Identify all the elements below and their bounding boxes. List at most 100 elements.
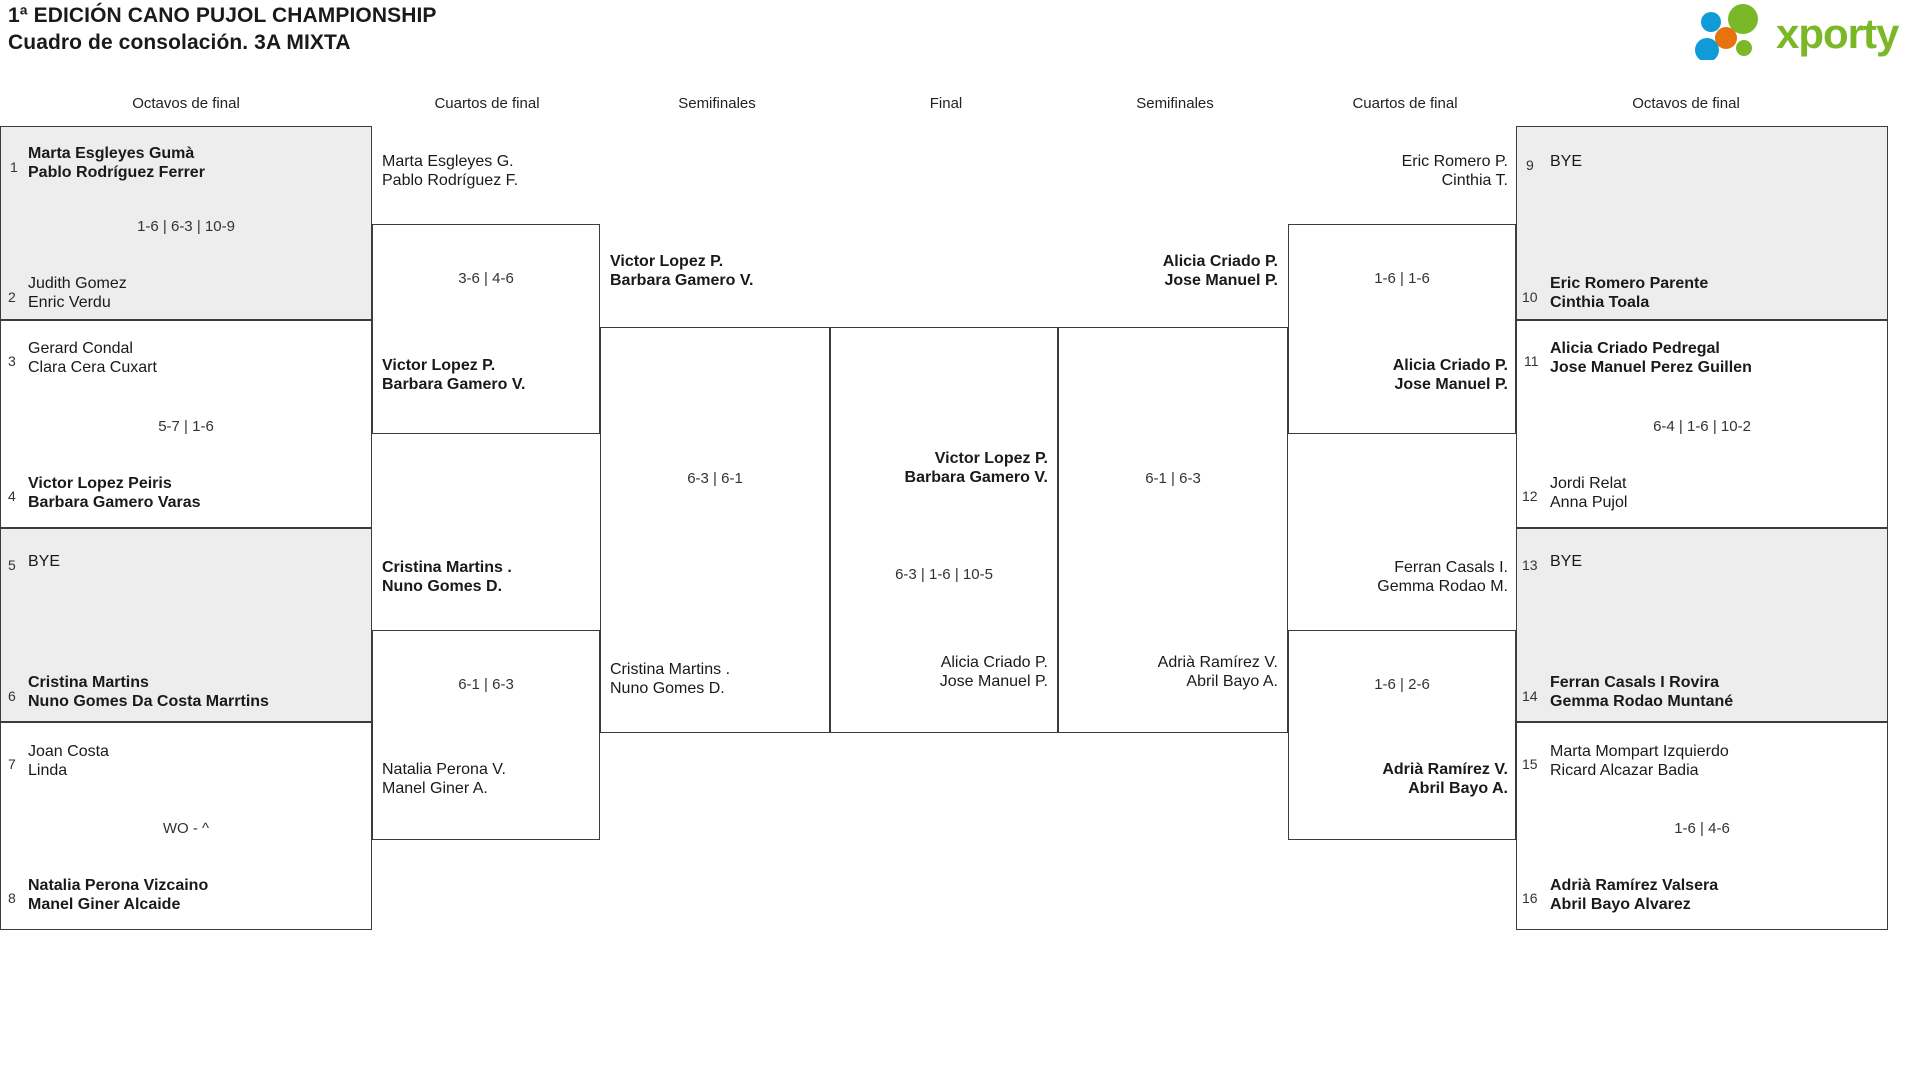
player-name: Cristina Martins <box>28 674 149 691</box>
match-score-right-r16-2: 6-4 | 1-6 | 10-2 <box>1653 418 1751 435</box>
player-name: BYE <box>1550 153 1583 170</box>
player-name: Eric Romero P. <box>1401 153 1508 170</box>
match-box-left-3[interactable] <box>0 528 372 722</box>
match-score-right-qf-2: 1-6 | 2-6 <box>1374 676 1430 693</box>
player-name: Victor Lopez P. <box>934 450 1048 467</box>
player-name: Natalia Perona V. <box>382 761 506 778</box>
match-box-left-1[interactable] <box>0 126 372 320</box>
match-box-left-qf-2[interactable] <box>372 630 600 840</box>
player-name: Alicia Criado P. <box>1162 253 1278 270</box>
player-name: BYE <box>28 553 61 570</box>
player-name: Pablo Rodríguez Ferrer <box>28 164 205 181</box>
match-box-right-sf[interactable] <box>1058 327 1288 733</box>
match-box-right-4[interactable] <box>1516 722 1888 930</box>
tournament-subtitle: Cuadro de consolación. 3A MIXTA <box>8 31 351 54</box>
player-name: Barbara Gamero V. <box>610 272 754 289</box>
match-box-left-2[interactable] <box>0 320 372 528</box>
player-name: Alicia Criado P. <box>1392 357 1508 374</box>
player-name: Manel Giner A. <box>382 780 488 797</box>
player-name: Ferran Casals I Rovira <box>1550 674 1719 691</box>
seed-number-8: 8 <box>8 890 16 906</box>
player-pair-left-sf-2: Cristina Martins . Nuno Gomes D. <box>610 660 730 698</box>
seed-number-12: 12 <box>1522 488 1538 504</box>
seed-number-1: 1 <box>10 159 18 175</box>
seed-number-3: 3 <box>8 353 16 369</box>
match-score-right-sf: 6-1 | 6-3 <box>1145 470 1201 487</box>
round-label-right-qf: Cuartos de final <box>1352 95 1458 112</box>
seed-number-4: 4 <box>8 488 16 504</box>
seed-number-16: 16 <box>1522 890 1538 906</box>
seed-number-9: 9 <box>1526 157 1534 173</box>
round-label-right-sf: Semifinales <box>1136 95 1214 112</box>
match-box-left-qf-1[interactable] <box>372 224 600 434</box>
player-name: Adrià Ramírez V. <box>1382 761 1508 778</box>
player-name: Barbara Gamero V. <box>904 469 1048 486</box>
match-box-right-1[interactable] <box>1516 126 1888 320</box>
match-box-right-3[interactable] <box>1516 528 1888 722</box>
player-name: Barbara Gamero V. <box>382 376 526 393</box>
match-score-final: 6-3 | 1-6 | 10-5 <box>895 566 993 583</box>
xporty-logo: xporty <box>1688 4 1908 62</box>
player-name: Ricard Alcazar Badia <box>1550 762 1699 779</box>
player-name: Joan Costa <box>28 743 109 760</box>
player-pair-left-3: Gerard Condal Clara Cera Cuxart <box>28 339 157 377</box>
player-name: Nuno Gomes D. <box>610 680 725 697</box>
player-pair-right-qf-4: Adrià Ramírez V. Abril Bayo A. <box>1278 760 1508 798</box>
match-box-final[interactable] <box>830 327 1058 733</box>
player-name: Adrià Ramírez Valsera <box>1550 877 1719 894</box>
player-pair-left-sf-1: Victor Lopez P. Barbara Gamero V. <box>610 252 753 290</box>
tournament-title: 1ª EDICIÓN CANO PUJOL CHAMPIONSHIP <box>8 4 437 27</box>
player-pair-right-qf-1: Eric Romero P. Cinthia T. <box>1278 152 1508 190</box>
round-label-left-qf: Cuartos de final <box>434 95 540 112</box>
match-box-left-sf[interactable] <box>600 327 830 733</box>
player-pair-right-15: Marta Mompart Izquierdo Ricard Alcazar B… <box>1550 742 1729 780</box>
player-name: Gemma Rodao Muntané <box>1550 693 1734 710</box>
player-pair-right-sf-2: Adrià Ramírez V. Abril Bayo A. <box>1048 653 1278 691</box>
seed-number-2: 2 <box>8 289 16 305</box>
player-name: Gemma Rodao M. <box>1377 578 1508 595</box>
player-name: Victor Lopez Peiris <box>28 475 172 492</box>
match-box-right-2[interactable] <box>1516 320 1888 528</box>
player-name: Abril Bayo Alvarez <box>1550 896 1691 913</box>
player-pair-left-2: Judith Gomez Enric Verdu <box>28 274 127 312</box>
page-title: 1ª EDICIÓN CANO PUJOL CHAMPIONSHIP Cuadr… <box>8 2 437 56</box>
match-box-right-qf-2[interactable] <box>1288 630 1516 840</box>
player-name: Jose Manuel P. <box>939 673 1048 690</box>
seed-number-11: 11 <box>1524 353 1539 369</box>
match-score-left-sf: 6-3 | 6-1 <box>687 470 743 487</box>
match-score-left-qf-1: 3-6 | 4-6 <box>458 270 514 287</box>
player-pair-left-6: Cristina Martins Nuno Gomes Da Costa Mar… <box>28 673 269 711</box>
seed-number-5: 5 <box>8 557 16 573</box>
player-name: Manel Giner Alcaide <box>28 896 181 913</box>
player-name: Marta Mompart Izquierdo <box>1550 743 1729 760</box>
round-label-left-r16: Octavos de final <box>132 95 240 112</box>
player-name: Nuno Gomes D. <box>382 578 503 595</box>
player-pair-right-sf-1: Alicia Criado P. Jose Manuel P. <box>1048 252 1278 290</box>
player-name: Clara Cera Cuxart <box>28 359 157 376</box>
player-name: Natalia Perona Vizcaino <box>28 877 209 894</box>
player-name: Cinthia Toala <box>1550 294 1650 311</box>
match-score-left-r16-4: WO - ^ <box>162 820 210 837</box>
player-name: Cristina Martins . <box>610 661 731 678</box>
match-box-right-qf-1[interactable] <box>1288 224 1516 434</box>
match-score-right-r16-4: 1-6 | 4-6 <box>1674 820 1730 837</box>
player-name: Abril Bayo A. <box>1408 780 1508 797</box>
player-name: Pablo Rodríguez F. <box>382 172 519 189</box>
player-name: Gerard Condal <box>28 340 133 357</box>
player-name: Ferran Casals I. <box>1394 559 1508 576</box>
player-name: Jordi Relat <box>1550 475 1627 492</box>
player-name: Alicia Criado Pedregal <box>1550 340 1720 357</box>
player-pair-right-12: Jordi Relat Anna Pujol <box>1550 474 1627 512</box>
player-name: Alicia Criado P. <box>940 654 1048 671</box>
player-pair-right-qf-3: Ferran Casals I. Gemma Rodao M. <box>1278 558 1508 596</box>
player-name: Marta Esgleyes Gumà <box>28 145 195 162</box>
player-name: Victor Lopez P. <box>382 357 496 374</box>
player-pair-right-13: BYE <box>1550 552 1582 571</box>
seed-number-15: 15 <box>1522 756 1538 772</box>
match-score-right-qf-1: 1-6 | 1-6 <box>1374 270 1430 287</box>
player-name: Adrià Ramírez V. <box>1157 654 1278 671</box>
player-pair-left-qf-4: Natalia Perona V. Manel Giner A. <box>382 760 506 798</box>
player-name: Marta Esgleyes G. <box>382 153 514 170</box>
match-box-left-4[interactable] <box>0 722 372 930</box>
